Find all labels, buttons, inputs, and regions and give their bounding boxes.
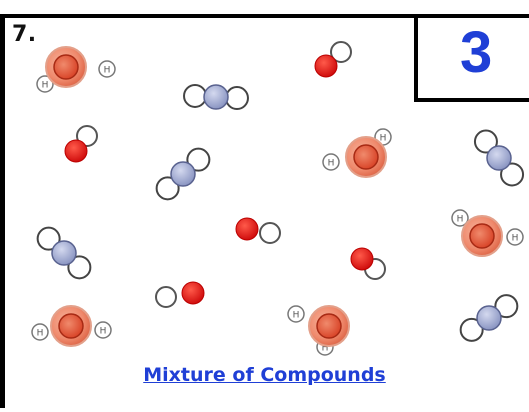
white-atom — [473, 129, 498, 154]
white-atom — [459, 317, 484, 342]
answer-number: 3 — [460, 20, 493, 85]
red-atom — [181, 281, 205, 305]
blue-linear-molecule — [473, 129, 525, 187]
hydrogen-label: H — [37, 329, 44, 339]
white-atom — [36, 226, 61, 251]
hydrogen-label: H — [293, 311, 300, 321]
blue-linear-molecule — [459, 294, 519, 342]
hydrogen-atom — [98, 60, 116, 78]
question-number: 7. — [12, 22, 37, 47]
red-white-molecule — [350, 247, 386, 280]
top-strip — [0, 0, 529, 18]
orange-atom-core — [353, 144, 379, 170]
white-atom — [67, 255, 92, 280]
blue-linear-molecule — [183, 83, 249, 111]
hydrogen-atom — [94, 321, 112, 339]
white-atom — [500, 162, 525, 187]
caption: Mixture of Compounds — [0, 364, 529, 386]
white-atom — [76, 125, 98, 147]
orange-molecule: HH — [451, 209, 524, 257]
red-atom — [314, 54, 338, 78]
red-atom — [64, 139, 88, 163]
hydrogen-label: H — [380, 134, 387, 144]
orange-molecule: HH — [322, 128, 392, 178]
orange-molecule: HH — [36, 46, 116, 93]
blue-atom — [203, 84, 229, 110]
hydrogen-label: H — [104, 66, 111, 76]
white-atom — [186, 147, 211, 172]
caption-text: Mixture of Compounds — [143, 364, 386, 386]
white-atom — [183, 83, 208, 108]
blue-linear-molecule — [36, 226, 92, 280]
blue-atom — [170, 161, 196, 187]
hydrogen-atom — [322, 153, 340, 171]
blue-atom — [476, 305, 502, 331]
white-atom — [330, 41, 352, 63]
blue-linear-molecule — [155, 147, 211, 201]
blue-atom — [51, 240, 77, 266]
red-atom — [235, 217, 259, 241]
hydrogen-label: H — [322, 344, 329, 354]
orange-atom-core — [469, 223, 495, 249]
hydrogen-atom — [287, 305, 305, 323]
answer-box — [414, 18, 529, 102]
hydrogen-atom — [31, 323, 49, 341]
red-white-molecule — [235, 217, 281, 244]
red-white-molecule — [155, 281, 205, 308]
hydrogen-atom — [36, 75, 54, 93]
white-atom — [494, 294, 519, 319]
red-white-molecule — [314, 41, 352, 78]
hydrogen-label: H — [100, 327, 107, 337]
white-atom — [259, 222, 281, 244]
white-atom — [155, 176, 180, 201]
white-atom — [155, 286, 177, 308]
hydrogen-atom — [506, 228, 524, 246]
blue-atom — [486, 145, 512, 171]
hydrogen-label: H — [42, 81, 49, 91]
hydrogen-label: H — [328, 159, 335, 169]
red-atom — [350, 247, 374, 271]
hydrogen-atom — [451, 209, 469, 227]
white-atom — [224, 86, 249, 111]
red-white-molecule — [64, 125, 98, 163]
orange-atom-core — [58, 313, 84, 339]
orange-atom-core — [316, 313, 342, 339]
orange-atom-core — [53, 54, 79, 80]
hydrogen-label: H — [457, 215, 464, 225]
orange-molecule: HH — [287, 305, 350, 356]
hydrogen-label: H — [512, 234, 519, 244]
